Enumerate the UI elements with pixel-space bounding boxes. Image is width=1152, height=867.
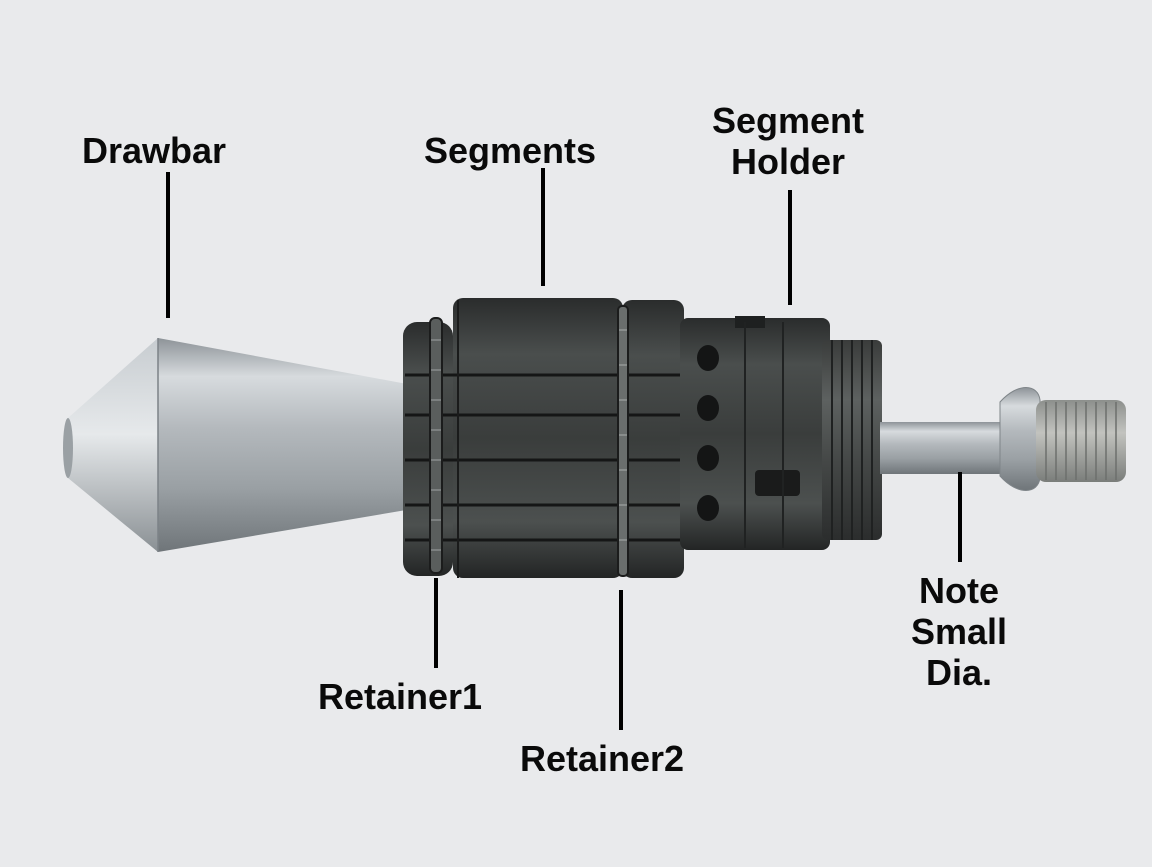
- retainer1-spring: [429, 317, 443, 574]
- note-small-dia-label-line2: Small: [910, 611, 1008, 652]
- segment-holder-label-line1: Segment: [711, 100, 865, 141]
- note-small-dia-leader-line: [958, 472, 962, 562]
- retainer2-leader-line: [619, 590, 623, 730]
- segments-part: [403, 298, 684, 578]
- drawbar-leader-line: [166, 172, 170, 318]
- retainer1-leader-line: [434, 578, 438, 668]
- segment-holder-label: Segment Holder: [698, 100, 878, 182]
- retainer1-label: Retainer1: [318, 676, 483, 717]
- retainer2-label: Retainer2: [520, 738, 685, 779]
- note-small-dia-label-line1: Note: [919, 570, 999, 611]
- segment-holder-label-line2: Holder: [730, 141, 845, 182]
- segments-leader-line: [541, 168, 545, 286]
- segments-label: Segments: [424, 130, 597, 171]
- segment-holder-leader-line: [788, 190, 792, 305]
- drawbar-label: Drawbar: [82, 130, 227, 171]
- small-diameter-shaft: [880, 387, 1126, 491]
- drawbar-part: [63, 338, 418, 552]
- threaded-body: [822, 340, 882, 540]
- note-small-dia-label: Note Small Dia.: [894, 570, 1024, 693]
- segment-holder-part: [680, 316, 830, 550]
- note-small-dia-label-line3: Dia.: [925, 652, 993, 693]
- retainer2-spring: [617, 305, 629, 577]
